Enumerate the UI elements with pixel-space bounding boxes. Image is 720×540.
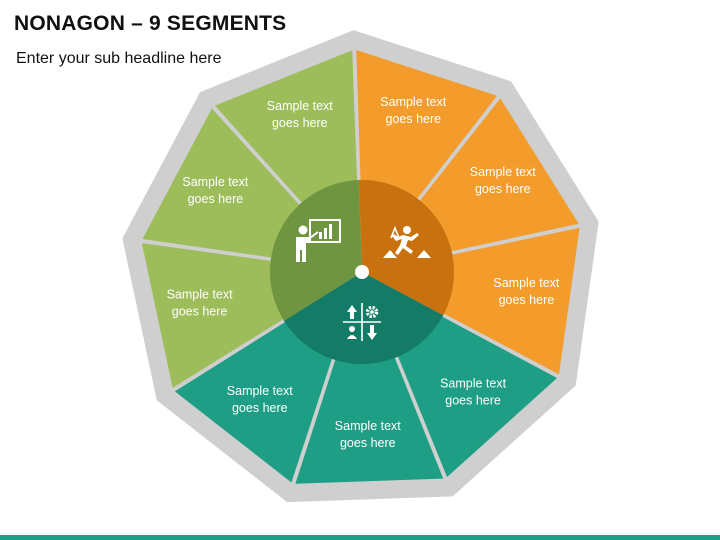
segment-9-label: Sample text goes here xyxy=(267,99,334,130)
segment-label-line2: goes here xyxy=(445,393,501,407)
segment-label-line1: Sample text xyxy=(493,276,560,290)
segment-label-line2: goes here xyxy=(385,112,441,126)
segment-label-line1: Sample text xyxy=(440,376,507,390)
segment-label-line1: Sample text xyxy=(470,165,537,179)
segment-label-line2: goes here xyxy=(272,116,328,130)
segment-label-line1: Sample text xyxy=(227,384,294,398)
segment-6-label: Sample text goes here xyxy=(227,384,294,415)
segment-label-line1: Sample text xyxy=(167,288,234,302)
segment-label-line1: Sample text xyxy=(380,95,447,109)
page-title: NONAGON – 9 SEGMENTS xyxy=(14,12,287,35)
segment-label-line1: Sample text xyxy=(267,99,334,113)
segment-7-label: Sample text goes here xyxy=(167,288,234,319)
segment-8-label: Sample text goes here xyxy=(182,175,249,206)
segment-5-label: Sample text goes here xyxy=(335,419,402,450)
runner-hurdle-icon xyxy=(383,225,431,258)
segment-5 xyxy=(295,276,444,484)
segment-3-label: Sample text goes here xyxy=(493,276,560,307)
bottom-accent-bar xyxy=(0,535,720,540)
segment-label-line2: goes here xyxy=(188,192,244,206)
inner-sector-teal xyxy=(283,272,444,364)
page-subtitle: Enter your sub headline here xyxy=(16,50,222,67)
segment-label-line2: goes here xyxy=(475,182,531,196)
segment-1-label: Sample text goes here xyxy=(380,95,447,126)
segment-label-line1: Sample text xyxy=(182,175,249,189)
segment-4-label: Sample text goes here xyxy=(440,376,507,407)
segment-label-line2: goes here xyxy=(499,293,555,307)
segment-label-line1: Sample text xyxy=(335,419,402,433)
strategy-icon xyxy=(343,303,381,341)
presentation-board-icon xyxy=(296,219,341,262)
center-dot xyxy=(355,265,369,279)
segment-label-line2: goes here xyxy=(172,305,228,319)
segment-label-line2: goes here xyxy=(232,401,288,415)
segment-2-label: Sample text goes here xyxy=(470,165,537,196)
inner-sector-green xyxy=(270,180,362,321)
segment-label-line2: goes here xyxy=(340,436,396,450)
